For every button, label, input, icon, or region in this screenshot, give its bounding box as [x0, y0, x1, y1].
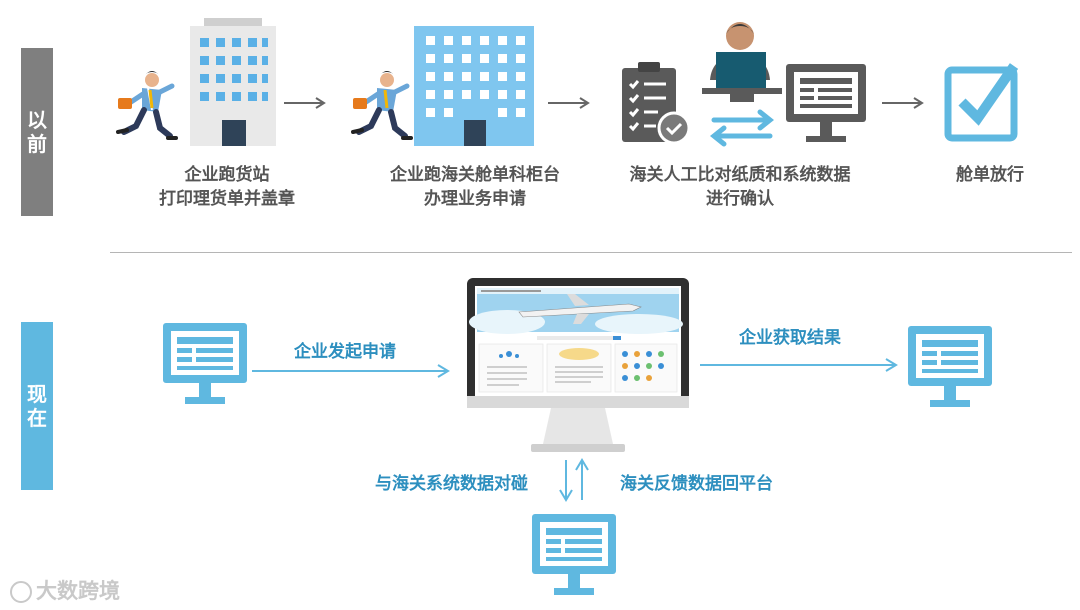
step3-caption: 海关人工比对纸质和系统数据 进行确认 — [610, 163, 870, 211]
arrow-right-icon-2 — [548, 97, 590, 109]
result-label: 企业获取结果 — [725, 326, 855, 350]
customs-system-monitor-icon — [532, 514, 616, 598]
watermark-logo-icon — [10, 581, 32, 603]
step4-caption: 舱单放行 — [935, 163, 1045, 187]
before-section-tab: 以前 — [21, 48, 53, 216]
submit-arrow — [252, 364, 452, 378]
watermark-logo: 大数跨境 — [10, 575, 120, 605]
step2-caption: 企业跑海关舱单科柜台 办理业务申请 — [380, 163, 570, 211]
result-monitor-icon — [908, 326, 992, 410]
step2-line2: 办理业务申请 — [380, 187, 570, 211]
enterprise-monitor-icon — [163, 323, 247, 407]
system-monitor-icon — [786, 64, 866, 148]
runner-icon-1 — [112, 70, 182, 142]
before-label: 以前 — [27, 108, 47, 156]
submit-label: 企业发起申请 — [280, 340, 410, 364]
step1-line1: 企业跑货站 — [152, 163, 302, 187]
arrow-right-icon-1 — [284, 97, 326, 109]
step2-line1: 企业跑海关舱单科柜台 — [380, 163, 570, 187]
section-divider — [110, 252, 1072, 253]
checklist-icon — [618, 62, 690, 146]
feedback-label: 海关反馈数据回平台 — [620, 472, 792, 496]
customs-building-icon — [414, 26, 534, 146]
now-section-tab: 现在 — [21, 322, 53, 490]
exchange-arrows-icon — [700, 108, 784, 148]
watermark-text: 大数跨境 — [36, 579, 120, 603]
step1-caption: 企业跑货站 打印理货单并盖章 — [152, 163, 302, 211]
step3-line1: 海关人工比对纸质和系统数据 — [610, 163, 870, 187]
warehouse-building-icon — [190, 18, 276, 146]
runner-icon-2 — [347, 70, 417, 142]
step4-line1: 舱单放行 — [935, 163, 1045, 187]
result-arrow — [700, 358, 900, 372]
now-label: 现在 — [27, 382, 47, 430]
step1-line2: 打印理货单并盖章 — [152, 187, 302, 211]
platform-computer — [467, 278, 689, 456]
compare-arrows — [556, 458, 592, 502]
step3-line2: 进行确认 — [610, 187, 870, 211]
compare-label: 与海关系统数据对碰 — [356, 472, 528, 496]
arrow-right-icon-3 — [882, 97, 924, 109]
customs-officer-icon — [700, 18, 784, 104]
checkbox-approved-icon — [944, 60, 1028, 144]
